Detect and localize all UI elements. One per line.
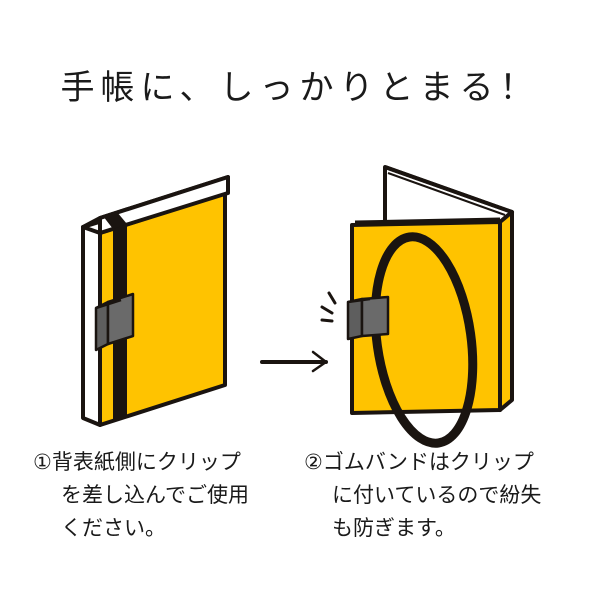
left-notebook-illustration xyxy=(81,175,230,427)
caption-2-line-1: ②ゴムバンドはクリップ xyxy=(304,450,534,474)
caption-step-1: ①背表紙側にクリップ を差し込んでご使用 ください。 xyxy=(33,446,249,545)
right-arrow-icon xyxy=(260,350,329,373)
caption-1-line-1: ①背表紙側にクリップ xyxy=(33,450,241,474)
caption-step-2: ②ゴムバンドはクリップ に付いているので紛失 も防ぎます。 xyxy=(304,446,541,545)
right-notebook-illustration xyxy=(320,165,514,448)
caption-2-line-2: に付いているので紛失 xyxy=(332,483,542,507)
caption-1-line-2: を差し込んでご使用 xyxy=(61,483,249,507)
caption-1-line-3: ください。 xyxy=(61,516,166,540)
caption-2-line-3: も防ぎます。 xyxy=(332,516,456,540)
page-title: 手帳に、しっかりとまる！ xyxy=(60,68,540,108)
